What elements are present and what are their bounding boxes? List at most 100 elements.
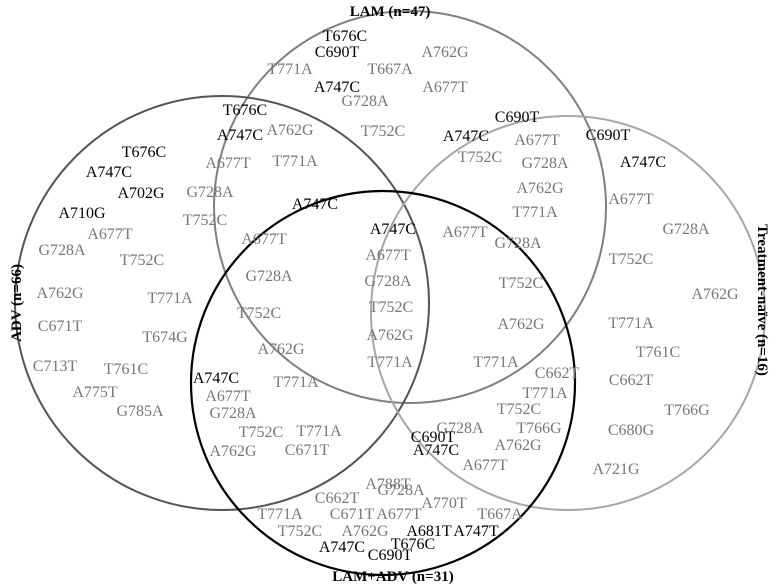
mutation-label-naive-only: T766G bbox=[664, 402, 710, 419]
mutation-label-lam-only: C690T bbox=[315, 44, 360, 61]
mutation-label-lam-adv: T752C bbox=[183, 212, 227, 229]
mutation-label-lam-adv-lamadv: G728A bbox=[245, 268, 293, 285]
mutation-label-naive-only: T752C bbox=[609, 251, 653, 268]
mutation-label-lam-adv: A677T bbox=[205, 155, 251, 172]
mutation-label-lam-naive-lamadv: A677T bbox=[442, 224, 488, 241]
mutation-label-lamadv-only: T752C bbox=[278, 523, 322, 540]
mutation-label-lam-naive-lamadv: T752C bbox=[499, 275, 543, 292]
mutation-label-naive-only: A677T bbox=[608, 191, 654, 208]
mutation-label-lamadv-only: A747T bbox=[453, 523, 499, 540]
mutation-label-adv-lamadv: A747C bbox=[193, 370, 239, 387]
mutation-label-naive-only: C662T bbox=[609, 372, 654, 389]
mutation-label-center: T752C bbox=[369, 299, 413, 316]
mutation-label-naive-lamadv: A762G bbox=[494, 437, 542, 454]
mutation-label-lam-naive-lamadv: T771A bbox=[473, 354, 519, 371]
mutation-label-lamadv-only: A762G bbox=[341, 523, 389, 540]
mutation-label-lam-only: T667A bbox=[367, 61, 413, 78]
mutation-label-lam-naive: C690T bbox=[495, 109, 540, 126]
mutation-label-lam-naive-lamadv: G728A bbox=[494, 235, 542, 252]
mutation-label-lam-adv: T676C bbox=[223, 102, 267, 119]
mutation-label-lam-adv: G728A bbox=[186, 184, 234, 201]
mutation-label-naive-lamadv: A747C bbox=[413, 442, 459, 459]
mutation-label-naive-lamadv: A677T bbox=[462, 457, 508, 474]
mutation-label-naive-lamadv: G728A bbox=[436, 420, 484, 437]
mutation-label-adv-only: A710G bbox=[58, 205, 106, 222]
mutation-label-adv-lamadv: T752C bbox=[239, 424, 283, 441]
mutation-label-adv-only: T771A bbox=[147, 290, 193, 307]
title-lam: LAM (n=47) bbox=[350, 4, 431, 20]
mutation-label-lam-only: T771A bbox=[267, 61, 313, 78]
mutation-label-naive-only: A721G bbox=[592, 461, 640, 478]
mutation-label-adv-only: G728A bbox=[38, 242, 86, 259]
mutation-label-naive-lamadv: C662T bbox=[535, 365, 580, 382]
mutation-label-adv-only: G785A bbox=[116, 403, 164, 420]
mutation-label-lamadv-only: T771A bbox=[257, 506, 303, 523]
mutation-label-adv-lamadv: A677T bbox=[205, 388, 251, 405]
mutation-label-naive-only: T771A bbox=[608, 315, 654, 332]
mutation-label-naive-only: T761C bbox=[636, 344, 680, 361]
mutation-label-naive-lamadv: T766G bbox=[516, 420, 562, 437]
mutation-label-lam-adv: A762G bbox=[266, 122, 314, 139]
mutation-label-lam-naive: T771A bbox=[512, 204, 558, 221]
mutation-label-adv-lamadv: C671T bbox=[285, 442, 330, 459]
mutation-label-adv-only: T674G bbox=[142, 329, 188, 346]
mutation-label-lam-adv-lamadv: T752C bbox=[237, 305, 281, 322]
mutation-label-lam-adv-lamadv: A762G bbox=[257, 341, 305, 358]
mutation-label-naive-only: A762G bbox=[691, 286, 739, 303]
mutation-label-adv-only: A775T bbox=[72, 384, 118, 401]
mutation-label-naive-only: G728A bbox=[662, 221, 710, 238]
mutation-label-center: A677T bbox=[365, 247, 411, 264]
mutation-label-adv-only: A762G bbox=[36, 285, 84, 302]
mutation-label-lam-naive: A762G bbox=[516, 180, 564, 197]
mutation-label-lam-naive-lamadv: A762G bbox=[497, 316, 545, 333]
mutation-label-naive-only: A747C bbox=[620, 154, 666, 171]
mutation-label-lamadv-only: T667A bbox=[477, 506, 523, 523]
mutation-label-lam-only: A677T bbox=[422, 79, 468, 96]
mutation-label-lamadv-only: A788T bbox=[365, 476, 411, 493]
mutation-label-center: A762G bbox=[366, 327, 414, 344]
mutation-label-lam-adv-lamadv: A677T bbox=[241, 231, 287, 248]
mutation-label-lam-adv-lamadv: A747C bbox=[292, 196, 338, 213]
mutation-label-adv-only: T676C bbox=[122, 144, 166, 161]
mutation-label-center: G728A bbox=[364, 273, 412, 290]
mutation-label-lam-lamadv-edge: T771A bbox=[273, 374, 319, 391]
mutation-label-adv-lamadv: T771A bbox=[296, 423, 342, 440]
circle-adv bbox=[14, 95, 430, 511]
mutation-label-naive-lamadv: C690T bbox=[411, 429, 456, 446]
mutation-label-naive-only: C690T bbox=[586, 127, 631, 144]
mutation-label-adv-only: T752C bbox=[120, 252, 164, 269]
mutation-label-lamadv-only: A681T bbox=[406, 523, 452, 540]
mutation-label-adv-only: A677T bbox=[87, 226, 133, 243]
mutation-label-adv-only: C713T bbox=[33, 358, 78, 375]
mutation-label-lamadv-only: A747C bbox=[319, 539, 365, 556]
mutation-label-lam-naive: T752C bbox=[458, 149, 502, 166]
mutation-label-lamadv-only: C671T bbox=[330, 506, 375, 523]
mutation-label-lamadv-only: G728A bbox=[377, 482, 425, 499]
mutation-label-center: T771A bbox=[367, 354, 413, 371]
mutation-label-adv-only: A747C bbox=[86, 164, 132, 181]
mutation-label-lam-only: A762G bbox=[421, 44, 469, 61]
mutation-label-lam-only: T676C bbox=[323, 28, 367, 45]
mutation-label-center: A747C bbox=[370, 221, 416, 238]
mutation-label-lamadv-only: A677T bbox=[376, 506, 422, 523]
mutation-label-lamadv-only: T676C bbox=[391, 536, 435, 553]
mutation-label-lam-only: A747C bbox=[314, 79, 360, 96]
mutation-label-adv-lamadv: A762G bbox=[209, 443, 257, 460]
title-treatment-naive: Treatment-naïve (n=16) bbox=[754, 224, 770, 376]
mutation-label-lam-naive: G728A bbox=[521, 155, 569, 172]
circle-lam-adv bbox=[189, 189, 577, 577]
mutation-label-naive-only: C680G bbox=[608, 422, 655, 439]
mutation-label-lam-adv: T771A bbox=[272, 153, 318, 170]
title-lam-adv: LAM+ADV (n=31) bbox=[332, 569, 453, 585]
mutation-label-lam-adv: A747C bbox=[217, 127, 263, 144]
mutation-label-naive-lamadv: T752C bbox=[497, 401, 541, 418]
mutation-label-adv-only: T761C bbox=[104, 361, 148, 378]
mutation-label-lam-naive: A747C bbox=[443, 128, 489, 145]
mutation-label-adv-only: C671T bbox=[38, 318, 83, 335]
mutation-label-adv-lamadv: G728A bbox=[209, 405, 257, 422]
mutation-label-adv-only: A702G bbox=[117, 185, 165, 202]
circle-lam bbox=[213, 10, 607, 404]
mutation-label-lam-middle: T752C bbox=[361, 123, 405, 140]
mutation-label-lamadv-only: C662T bbox=[315, 490, 360, 507]
